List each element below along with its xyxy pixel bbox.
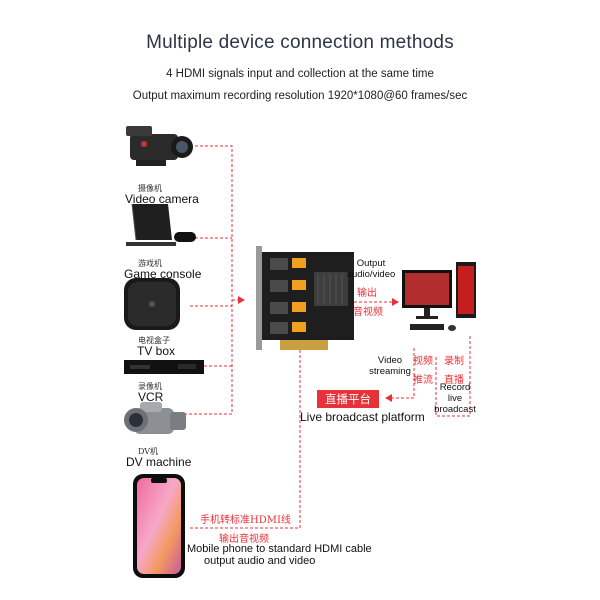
connection-lines bbox=[170, 145, 471, 529]
device-label-cn-video-camera: 摄像机 bbox=[138, 184, 162, 193]
phone-label-cn-1: 手机转标准HDMI线 bbox=[200, 515, 291, 526]
output-label: Output audio/video bbox=[346, 258, 396, 280]
subtitle-inputs: 4 HDMI signals input and collection at t… bbox=[166, 68, 434, 80]
subtitle-resolution: Output maximum recording resolution 1920… bbox=[132, 90, 468, 102]
phone-label-cn-2: 输出音视频 bbox=[219, 534, 269, 545]
streaming-label-cn-1: 视频 bbox=[413, 356, 433, 367]
live-platform-label: Live broadcast platform bbox=[300, 410, 425, 424]
computer-icon bbox=[402, 262, 476, 331]
output-label-cn-1: 输出 bbox=[357, 288, 377, 299]
tv-box-icon bbox=[124, 278, 180, 330]
page-title: Multiple device connection methods bbox=[146, 32, 454, 53]
device-label-cn-dv-machine: DV机 bbox=[138, 447, 159, 456]
dv-machine-icon bbox=[124, 402, 186, 434]
record-label: Record live broadcast bbox=[434, 382, 476, 415]
record-label-cn-1: 录制 bbox=[444, 356, 464, 367]
device-label-dv-machine: DV machine bbox=[126, 455, 192, 469]
vcr-icon bbox=[124, 360, 204, 374]
record-label-cn-2: 直播 bbox=[444, 375, 464, 386]
streaming-label: Video streaming bbox=[369, 355, 411, 377]
device-label-cn-vcr: 录像机 bbox=[138, 382, 162, 391]
output-label-cn-2: 音视频 bbox=[353, 307, 383, 318]
device-label-cn-game-console: 游戏机 bbox=[138, 259, 162, 268]
device-label-vcr: VCR bbox=[138, 390, 164, 404]
video-camera-icon bbox=[126, 126, 193, 166]
live-platform-badge: 直播平台 bbox=[317, 390, 379, 408]
capture-card-image bbox=[256, 246, 354, 350]
phone-label-1: Mobile phone to standard HDMI cable bbox=[187, 543, 372, 555]
mobile-phone-icon bbox=[133, 474, 185, 578]
device-label-tv-box: TV box bbox=[137, 344, 176, 358]
device-label-game-console: Game console bbox=[124, 267, 202, 281]
device-label-cn-tv-box: 电视盒子 bbox=[138, 336, 170, 345]
device-label-video-camera: Video camera bbox=[125, 192, 199, 206]
phone-label-2: output audio and video bbox=[204, 555, 316, 567]
game-console-icon bbox=[126, 203, 196, 246]
streaming-label-cn-2: 推流 bbox=[413, 375, 433, 386]
